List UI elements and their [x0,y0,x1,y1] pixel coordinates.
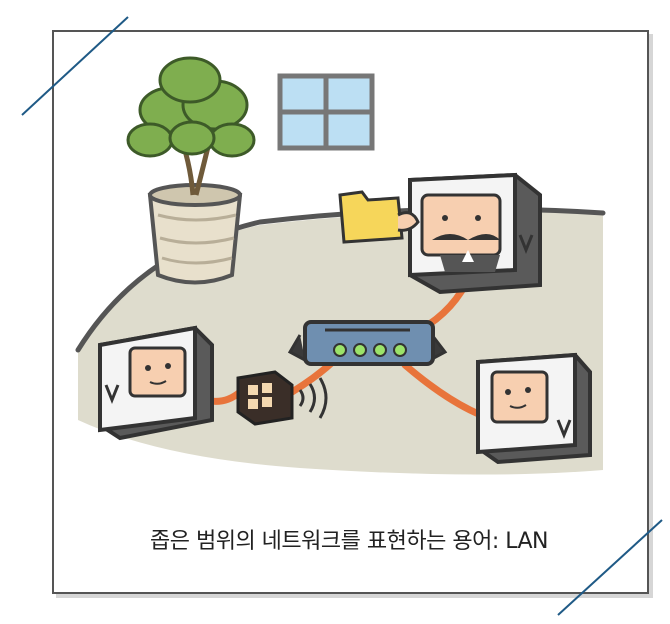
corner-accent-bottom-right [557,519,663,616]
computer-icon-right [476,352,592,465]
window-icon [277,73,375,151]
potted-plant-icon [126,56,256,285]
computer-icon [98,325,214,441]
folder-icon [338,190,420,244]
network-switch-icon [287,320,448,366]
wireless-cube-icon [236,370,328,426]
caption-text: 좁은 범위의 네트워크를 표현하는 용어: LAN [150,529,549,554]
server-computer-icon [408,172,542,295]
corner-accent-top-left [21,16,129,116]
